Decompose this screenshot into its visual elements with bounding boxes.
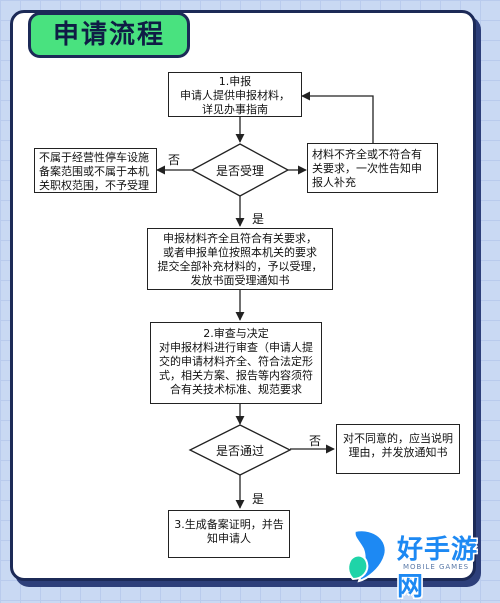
review-box: 2.审查与决定 对申报材料进行审查（申请人提 交的申请材料齐全、符合法定形 式，… [150, 322, 322, 404]
no-label-2: 否 [309, 434, 322, 448]
disagree-text: 对不同意的，应当说明 理由，并发放通知书 [343, 432, 453, 459]
logo-name: 好手游网 [397, 535, 479, 602]
accept-text: 申报材料齐全且符合有关要求， 或者申报单位按照本机关的要求 提交全部补充材料的，… [157, 232, 323, 287]
yes-label-1: 是 [252, 212, 265, 226]
page-title: 申请流程 [28, 12, 190, 58]
decision-pass-label: 是否通过 [215, 444, 264, 458]
step-apply-text: 1.申报 申请人提供申报材料， 详见办事指南 [180, 75, 290, 116]
incomplete-text: 材料不齐全或不符合有 关要求，一次性告知申 报人补充 [312, 148, 422, 189]
issue-box: 3.生成备案证明，并告 知申请人 [168, 510, 290, 558]
no-label-1: 否 [168, 153, 181, 167]
arrow-incomplete-to-apply [301, 91, 374, 143]
gamepad-logo-icon [347, 529, 387, 583]
reject-scope-box: 不属于经营性停车设施 备案范围或不属于本机 关职权范围，不予受理 [34, 148, 157, 193]
decision-diamond-pass [188, 424, 292, 476]
incomplete-box: 材料不齐全或不符合有 关要求，一次性告知申 报人补充 [307, 143, 438, 193]
review-text: 2.审查与决定 对申报材料进行审查（申请人提 交的申请材料齐全、符合法定形 式，… [159, 327, 313, 396]
reject-scope-text: 不属于经营性停车设施 备案范围或不属于本机 关职权范围，不予受理 [39, 151, 149, 192]
disagree-box: 对不同意的，应当说明 理由，并发放通知书 [336, 424, 460, 474]
issue-text: 3.生成备案证明，并告 知申请人 [174, 518, 284, 545]
yes-label-2: 是 [252, 492, 265, 506]
decision-accept-label: 是否受理 [215, 164, 264, 178]
logo-subtitle: MOBILE GAMES [403, 563, 470, 571]
step-apply-box: 1.申报 申请人提供申报材料， 详见办事指南 [168, 72, 302, 117]
site-logo: 好手游网 MOBILE GAMES [345, 525, 485, 602]
accept-box: 申报材料齐全且符合有关要求， 或者申报单位按照本机关的要求 提交全部补充材料的，… [147, 228, 333, 290]
decision-diamond-accept [190, 143, 290, 197]
